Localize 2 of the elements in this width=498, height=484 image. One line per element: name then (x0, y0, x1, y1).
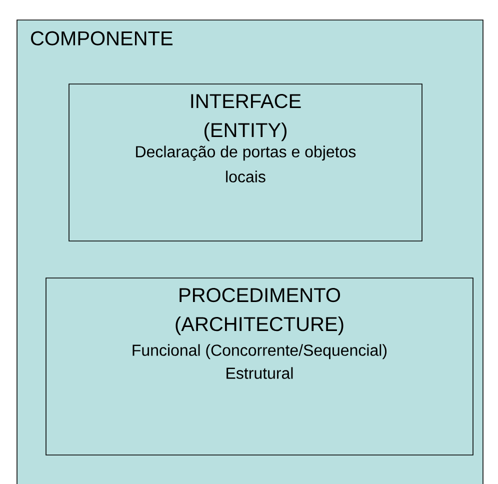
module-box: PROCEDIMENTO (ARCHITECTURE) Funcional (Concorrente/Sequencial) Estrutural (46, 278, 474, 456)
module-box: INTERFACE (ENTITY) Declaração de portas e objetos locais (68, 84, 422, 242)
